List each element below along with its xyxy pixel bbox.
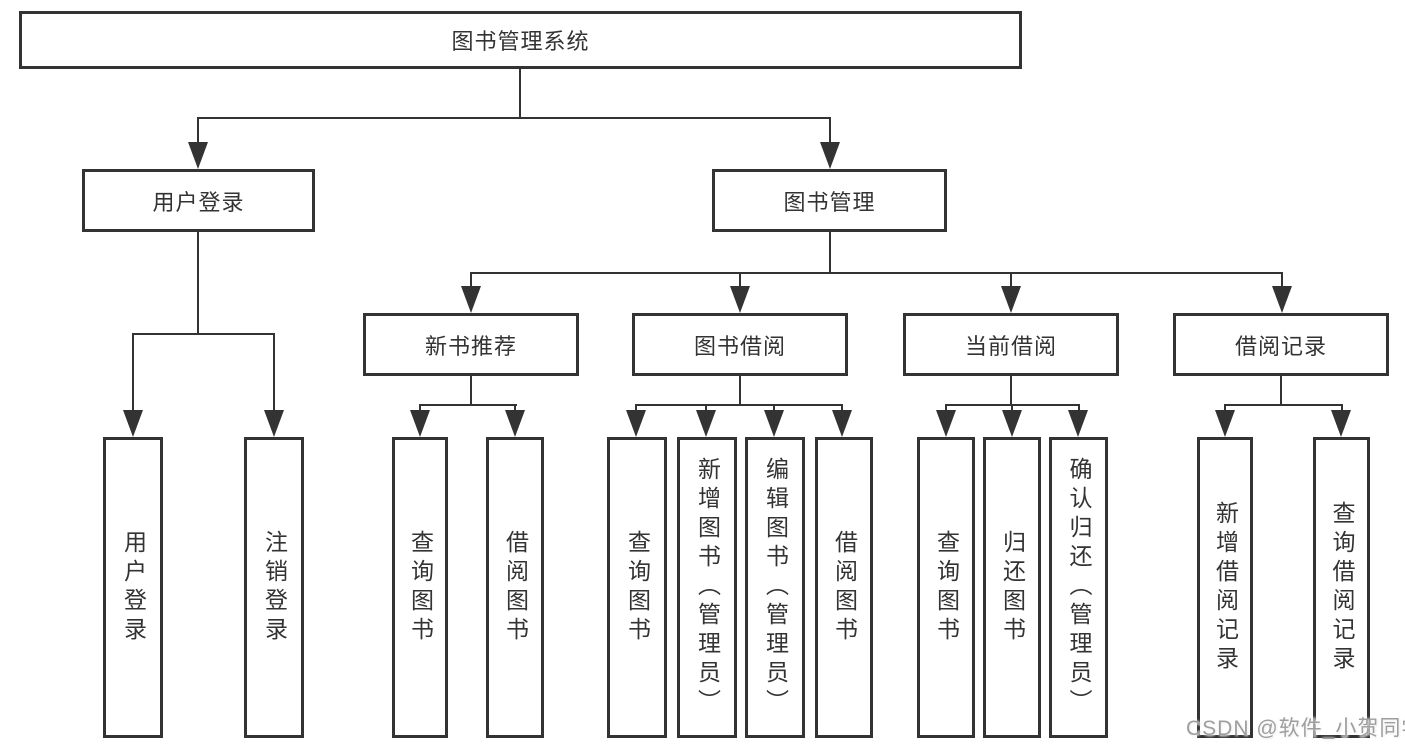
leaf-label: 归还图书 [999, 529, 1026, 646]
connector-line [1010, 376, 1012, 406]
node-book-management: 图书管理 [712, 169, 947, 232]
leaf-confirm-return-admin: 确认归还（管理员） [1049, 437, 1108, 738]
leaf-query-books-recommend: 查询图书 [392, 437, 448, 738]
connector-line [841, 404, 843, 414]
connector-line [1078, 404, 1080, 414]
arrowhead-down-icon [626, 410, 646, 437]
arrowhead-down-icon [1068, 410, 1088, 437]
connector-line [635, 404, 843, 406]
arrowhead-down-icon [936, 410, 956, 437]
arrowhead-down-icon [696, 410, 716, 437]
connector-line [197, 117, 831, 119]
arrowhead-down-icon [1215, 410, 1235, 437]
connector-line [197, 117, 199, 145]
arrowhead-down-icon [1272, 286, 1292, 313]
connector-line [1280, 376, 1282, 406]
leaf-label: 用户登录 [120, 529, 147, 646]
node-current-borrow: 当前借阅 [903, 313, 1119, 376]
leaf-label: 编辑图书（管理员） [762, 457, 789, 718]
leaf-label: 注销登录 [261, 529, 288, 646]
node-library-management-system: 图书管理系统 [19, 11, 1022, 69]
arrowhead-down-icon [188, 142, 208, 169]
arrowhead-down-icon [820, 142, 840, 169]
arrowhead-down-icon [764, 410, 784, 437]
connector-line [419, 404, 421, 414]
leaf-query-books-borrow: 查询图书 [607, 437, 667, 738]
leaf-label: 查询图书 [407, 529, 434, 646]
leaf-label: 新增借阅记录 [1212, 500, 1239, 675]
leaf-edit-book-admin: 编辑图书（管理员） [745, 437, 805, 738]
arrowhead-down-icon [832, 410, 852, 437]
connector-line [470, 272, 472, 290]
connector-line [514, 404, 516, 414]
leaf-label: 查询借阅记录 [1329, 500, 1355, 675]
connector-line [197, 232, 199, 335]
connector-line [519, 69, 521, 119]
arrowhead-down-icon [730, 286, 750, 313]
connector-line [739, 376, 741, 406]
node-user-login: 用户登录 [82, 169, 315, 232]
leaf-label: 查询图书 [933, 529, 960, 646]
arrowhead-down-icon [1001, 286, 1021, 313]
leaf-query-borrow-record: 查询借阅记录 [1313, 437, 1370, 738]
node-new-book-recommend: 新书推荐 [363, 313, 579, 376]
arrowhead-down-icon [505, 410, 525, 437]
arrowhead-down-icon [1331, 410, 1351, 437]
connector-line [1281, 272, 1283, 290]
connector-line [1010, 272, 1012, 290]
leaf-label: 借阅图书 [502, 529, 529, 646]
connector-line [1011, 404, 1013, 414]
leaf-logout: 注销登录 [244, 437, 304, 738]
connector-line [1341, 404, 1343, 414]
leaf-borrow-books-recommend: 借阅图书 [486, 437, 544, 738]
node-borrow-records: 借阅记录 [1173, 313, 1389, 376]
connector-line [273, 333, 275, 413]
leaf-label: 查询图书 [624, 529, 651, 646]
node-book-borrow: 图书借阅 [632, 313, 848, 376]
connector-line [829, 232, 831, 274]
connector-line [705, 404, 707, 414]
arrowhead-down-icon [410, 410, 430, 437]
leaf-query-books-current: 查询图书 [917, 437, 975, 738]
leaf-add-borrow-record: 新增借阅记录 [1197, 437, 1253, 738]
connector-line [419, 404, 517, 406]
leaf-add-book-admin: 新增图书（管理员） [677, 437, 737, 738]
leaf-label: 确认归还（管理员） [1066, 457, 1092, 718]
arrowhead-down-icon [123, 410, 143, 437]
connector-line [635, 404, 637, 414]
leaf-borrow-books: 借阅图书 [815, 437, 873, 738]
leaf-return-book: 归还图书 [983, 437, 1041, 738]
connector-line [1224, 404, 1343, 406]
leaf-label: 新增图书（管理员） [694, 457, 721, 718]
arrowhead-down-icon [264, 410, 284, 437]
connector-line [773, 404, 775, 414]
arrowhead-down-icon [1002, 410, 1022, 437]
leaf-label: 借阅图书 [831, 529, 858, 646]
leaf-user-login: 用户登录 [103, 437, 163, 738]
connector-line [945, 404, 947, 414]
connector-line [132, 333, 275, 335]
connector-line [470, 376, 472, 406]
connector-line [470, 272, 1283, 274]
arrowhead-down-icon [461, 286, 481, 313]
connector-line [1224, 404, 1226, 414]
csdn-watermark: CSDN @软件_小贺同学 [1186, 717, 1405, 740]
connector-line [132, 333, 134, 413]
connector-line [739, 272, 741, 290]
connector-line [829, 117, 831, 145]
